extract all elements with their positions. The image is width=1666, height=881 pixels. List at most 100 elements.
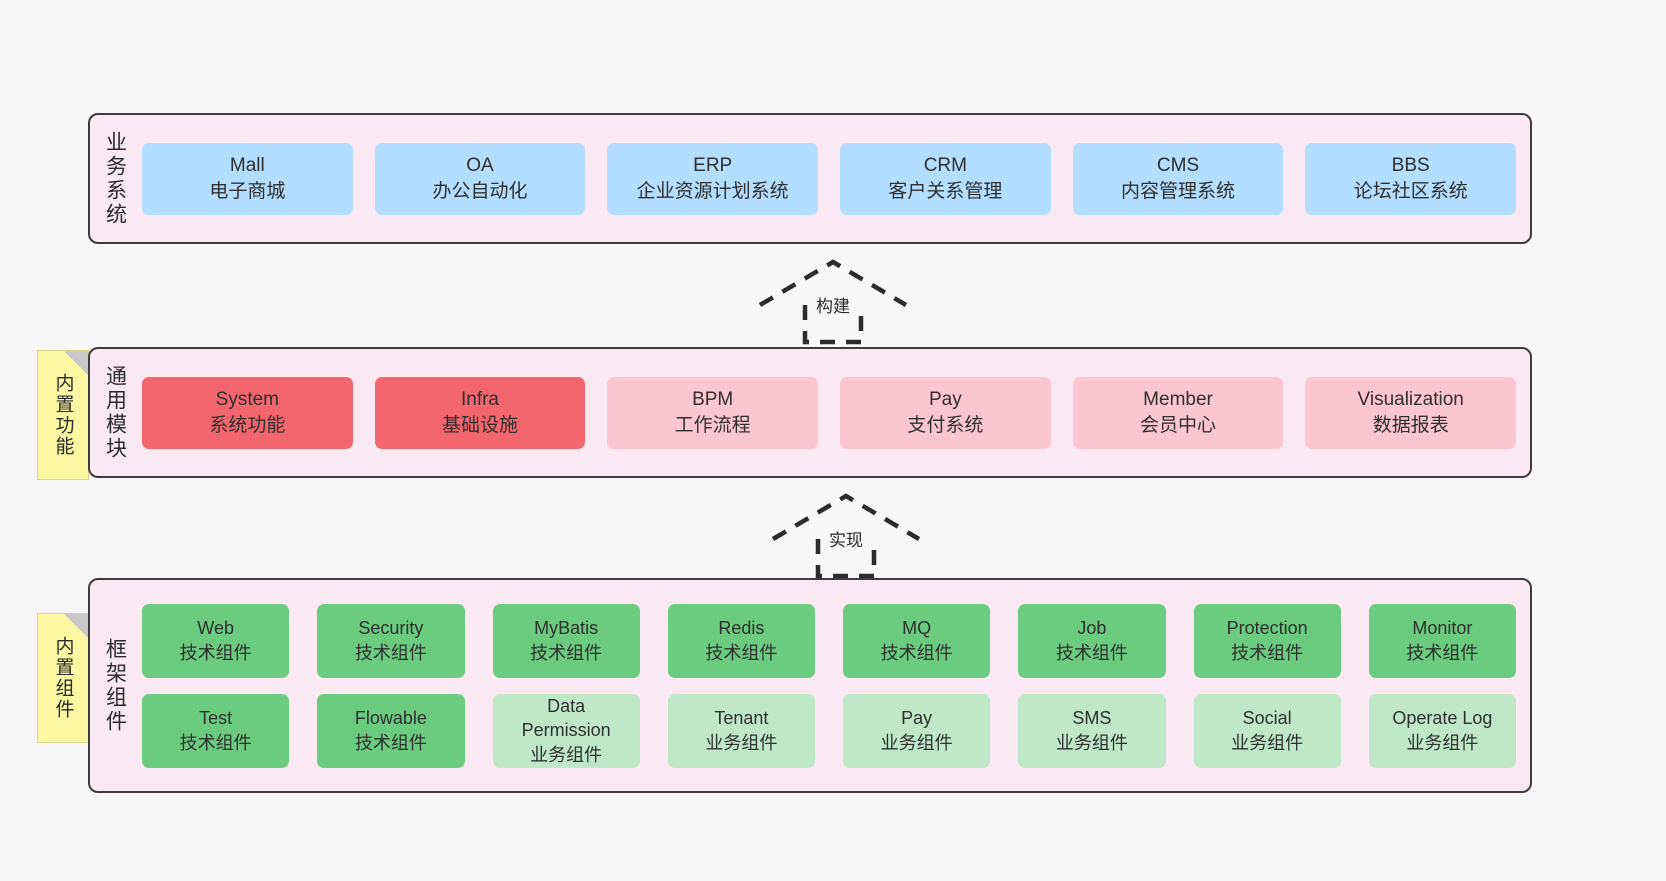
layer-common-modules: 通用模块 System 系统功能 Infra 基础设施 BPM 工作流程 Pay… xyxy=(88,347,1532,478)
card-subtitle: 技术组件 xyxy=(880,642,953,663)
card-web[interactable]: Web 技术组件 xyxy=(142,603,290,678)
card-subtitle: 数据报表 xyxy=(1372,414,1449,436)
card-title: ERP xyxy=(693,154,733,176)
layer-body-common: System 系统功能 Infra 基础设施 BPM 工作流程 Pay 支付系统… xyxy=(140,349,1530,476)
layer-title-framework: 框架组件 xyxy=(103,637,127,734)
card-title: OA xyxy=(466,154,494,176)
card-subtitle: 技术组件 xyxy=(705,642,778,663)
connector-label-implement: 实现 xyxy=(829,531,863,550)
card-pay-component[interactable]: Pay 业务组件 xyxy=(843,693,991,768)
card-subtitle: 业务组件 xyxy=(530,744,603,765)
card-title: Flowable xyxy=(354,708,427,729)
note-builtin-components: 内置组件 xyxy=(37,613,89,743)
card-protection[interactable]: Protection 技术组件 xyxy=(1193,603,1341,678)
card-row: Test 技术组件 Flowable 技术组件 Data Permission … xyxy=(142,693,1516,768)
card-title: BPM xyxy=(692,388,734,410)
card-subtitle: 支付系统 xyxy=(907,414,984,436)
card-bbs[interactable]: BBS 论坛社区系统 xyxy=(1305,142,1517,215)
card-subtitle: 客户关系管理 xyxy=(888,180,1003,202)
card-test[interactable]: Test 技术组件 xyxy=(142,693,290,768)
card-title: Monitor xyxy=(1412,618,1473,639)
card-title: Mall xyxy=(229,154,265,176)
card-subtitle: 技术组件 xyxy=(1406,642,1479,663)
dashed-generalization-arrow-icon xyxy=(771,493,921,579)
card-subtitle: 业务组件 xyxy=(705,732,778,753)
card-title: Protection xyxy=(1226,618,1308,639)
card-job[interactable]: Job 技术组件 xyxy=(1018,603,1166,678)
note-fold-corner-icon xyxy=(64,351,88,375)
card-title: Operate Log xyxy=(1392,708,1493,729)
layer-body-business: Mall 电子商城 OA 办公自动化 ERP 企业资源计划系统 CRM 客户关系… xyxy=(140,115,1530,242)
card-subtitle: 业务组件 xyxy=(1055,732,1128,753)
card-subtitle: 业务组件 xyxy=(880,732,953,753)
card-title: Test xyxy=(199,708,233,729)
layer-title-common: 通用模块 xyxy=(103,364,127,461)
card-cms[interactable]: CMS 内容管理系统 xyxy=(1072,142,1284,215)
card-subtitle: 论坛社区系统 xyxy=(1353,180,1468,202)
card-member[interactable]: Member 会员中心 xyxy=(1072,376,1284,449)
card-social[interactable]: Social 业务组件 xyxy=(1193,693,1341,768)
card-data-permission[interactable]: Data Permission 业务组件 xyxy=(492,693,640,768)
card-title: Security xyxy=(358,618,424,639)
card-oa[interactable]: OA 办公自动化 xyxy=(374,142,586,215)
card-subtitle: 基础设施 xyxy=(442,414,519,436)
card-subtitle: 办公自动化 xyxy=(432,180,528,202)
card-crm[interactable]: CRM 客户关系管理 xyxy=(840,142,1051,215)
note-builtin-features: 内置功能 xyxy=(37,350,89,480)
card-row: Web 技术组件 Security 技术组件 MyBatis 技术组件 Redi… xyxy=(142,603,1516,678)
card-subtitle: 技术组件 xyxy=(354,642,427,663)
layer-framework-components: 框架组件 Web 技术组件 Security 技术组件 MyBatis 技术组件… xyxy=(88,578,1532,793)
card-pay-module[interactable]: Pay 支付系统 xyxy=(840,376,1051,449)
card-redis[interactable]: Redis 技术组件 xyxy=(667,603,815,678)
connector-implement: 实现 xyxy=(770,492,922,579)
note-fold-corner-icon xyxy=(64,614,88,638)
card-subtitle: 系统功能 xyxy=(209,414,286,436)
note-label: 内置组件 xyxy=(52,636,74,720)
card-sms[interactable]: SMS 业务组件 xyxy=(1018,693,1166,768)
card-title: Redis xyxy=(718,618,765,639)
card-subtitle: 会员中心 xyxy=(1140,414,1217,436)
card-subtitle: 企业资源计划系统 xyxy=(636,180,789,202)
card-operate-log[interactable]: Operate Log 业务组件 xyxy=(1368,693,1516,768)
card-subtitle: 技术组件 xyxy=(179,642,252,663)
card-erp[interactable]: ERP 企业资源计划系统 xyxy=(607,142,819,215)
card-subtitle: 技术组件 xyxy=(1231,642,1304,663)
card-tenant[interactable]: Tenant 业务组件 xyxy=(667,693,815,768)
card-mall[interactable]: Mall 电子商城 xyxy=(142,142,353,215)
card-subtitle: 技术组件 xyxy=(354,732,427,753)
connector-label-build: 构建 xyxy=(816,297,850,316)
card-title: System xyxy=(215,388,280,410)
card-system[interactable]: System 系统功能 xyxy=(142,376,353,449)
layer-business-systems: 业务系统 Mall 电子商城 OA 办公自动化 ERP 企业资源计划系统 CRM… xyxy=(88,113,1532,244)
layer-title-business: 业务系统 xyxy=(103,130,127,227)
card-title: MQ xyxy=(902,618,932,639)
card-title: Tenant xyxy=(714,708,769,729)
card-title: Data Permission xyxy=(521,696,611,741)
card-subtitle: 工作流程 xyxy=(674,414,751,436)
dashed-generalization-arrow-icon xyxy=(758,259,908,345)
card-subtitle: 业务组件 xyxy=(1406,732,1479,753)
card-title: Web xyxy=(197,618,234,639)
card-bpm[interactable]: BPM 工作流程 xyxy=(607,376,819,449)
card-title: BBS xyxy=(1391,154,1430,176)
card-mq[interactable]: MQ 技术组件 xyxy=(843,603,991,678)
card-visualization[interactable]: Visualization 数据报表 xyxy=(1305,376,1517,449)
card-title: Visualization xyxy=(1357,388,1464,410)
card-title: Pay xyxy=(901,708,933,729)
card-title: CRM xyxy=(923,154,967,176)
card-title: Infra xyxy=(460,388,500,410)
card-security[interactable]: Security 技术组件 xyxy=(317,603,465,678)
card-flowable[interactable]: Flowable 技术组件 xyxy=(317,693,465,768)
card-monitor[interactable]: Monitor 技术组件 xyxy=(1368,603,1516,678)
card-subtitle: 电子商城 xyxy=(209,180,286,202)
card-row: System 系统功能 Infra 基础设施 BPM 工作流程 Pay 支付系统… xyxy=(142,376,1517,449)
connector-build: 构建 xyxy=(757,258,909,345)
note-label: 内置功能 xyxy=(52,373,74,457)
card-infra[interactable]: Infra 基础设施 xyxy=(374,376,586,449)
card-title: Job xyxy=(1077,618,1107,639)
card-subtitle: 技术组件 xyxy=(530,642,603,663)
card-subtitle: 业务组件 xyxy=(1231,732,1304,753)
card-title: MyBatis xyxy=(534,618,599,639)
card-mybatis[interactable]: MyBatis 技术组件 xyxy=(492,603,640,678)
